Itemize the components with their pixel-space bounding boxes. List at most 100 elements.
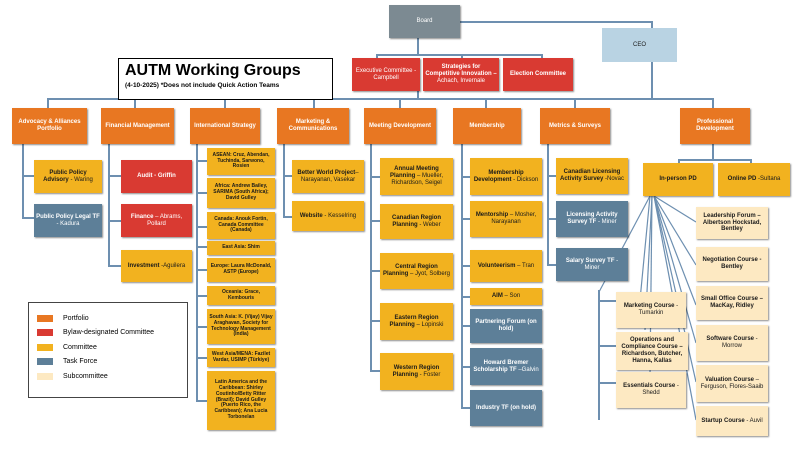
chart-subtitle: (4-10-2025) *Does not include Quick Acti… xyxy=(125,82,326,89)
canadian-region-planning-label: Canadian Region Planning - Weber xyxy=(382,215,451,229)
portfolio-international-label: International Strategy xyxy=(194,122,256,129)
finance-committee-box: Finance – Abrams, Pollard xyxy=(121,204,192,237)
bremer-scholarship-tf-box: Howard Bremer Scholarship TF –Galvin xyxy=(470,348,542,385)
investment-committee-names: -Aguilera xyxy=(159,262,186,269)
public-policy-advisory-names: - Waring xyxy=(68,176,93,183)
western-region-planning-label: Western Region Planning - Foster xyxy=(382,365,451,379)
essentials-course-title: Essentials Course xyxy=(623,383,676,390)
central-region-planning-box: Central Region Planning – Jyot, Solberg xyxy=(380,253,453,289)
public-policy-legal-tf-title: Public Policy Legal TF xyxy=(36,213,100,220)
valuation-course-label: Valuation Course – Ferguson, Flores-Saai… xyxy=(698,377,766,391)
portfolio-professional: Professional Development xyxy=(680,108,750,144)
intl-south-asia-label: South Asia: K. (Vijay) Vijay Araghavan, … xyxy=(209,314,273,338)
intl-east-asia-box: East Asia: Shim xyxy=(207,241,275,255)
aim-names: – Son xyxy=(502,293,521,300)
website-committee-names: - Kesselring xyxy=(322,212,357,219)
volunteerism-label: Volunteerism – Tran xyxy=(478,263,534,270)
website-committee-label: Website - Kesselring xyxy=(300,213,356,220)
intl-oceania-label: Oceania: Grace, Kembouris xyxy=(221,288,261,301)
intl-west-asia-label: West Asia/MENA: Fazilet Vardar, USIMP (T… xyxy=(211,350,271,363)
better-world-project-title: Better World Project xyxy=(297,169,356,176)
intl-europe-label: Europe: Laura McDonald, ASTP (Europe) xyxy=(210,263,272,275)
executive-committee-label: Executive Committee - Campbell xyxy=(355,67,417,81)
negotiation-course-label: Negotiation Course - Bentley xyxy=(698,257,766,271)
bremer-scholarship-tf-names: –Galvin xyxy=(516,366,539,373)
industry-tf-label: Industry TF (on hold) xyxy=(476,404,536,411)
canadian-licensing-survey-title: Canadian Licensing Activity Survey xyxy=(559,169,621,182)
legend-label-committee: Committee xyxy=(63,343,97,351)
public-policy-legal-tf-label: Public Policy Legal TF - Kadura xyxy=(36,214,100,228)
marketing-course-title: Marketing Course xyxy=(623,303,675,310)
bremer-scholarship-tf-label: Howard Bremer Scholarship TF –Galvin xyxy=(472,360,540,374)
partnering-forum-label: Partnering Forum (on hold) xyxy=(475,319,537,332)
intl-africa-box: Africa: Andrew Bailey, SARIMA (South Afr… xyxy=(207,178,275,208)
intl-latin-america-label: Latin America and the Caribbean: Shirley… xyxy=(214,379,268,420)
intl-africa-label: Africa: Andrew Bailey, SARIMA (South Afr… xyxy=(213,183,269,201)
investment-committee-title: Investment xyxy=(127,262,160,269)
eastern-region-planning-names: – Lopinski xyxy=(414,321,444,328)
small-office-course-box: Small Office Course – MacKay, Ridley xyxy=(696,286,768,320)
chart-note: *Does not include Quick Action Teams xyxy=(160,82,280,89)
ceo-label: CEO xyxy=(632,41,646,48)
portfolio-financial: Financial Management xyxy=(101,108,174,144)
legend-item: Subcommittee xyxy=(37,369,179,384)
central-region-planning-names: – Jyot, Solberg xyxy=(408,271,451,277)
audit-committee-box: Audit - Griffin xyxy=(121,160,192,193)
intl-latin-america-box: Latin America and the Caribbean: Shirley… xyxy=(207,371,275,430)
annual-meeting-planning-box: Annual Meeting Planning – Mueller, Richa… xyxy=(380,158,453,195)
portfolio-membership: Membership xyxy=(453,108,521,144)
better-world-project-label: Better World Project– Narayanan, Vasekar xyxy=(294,170,362,184)
intl-west-asia-box: West Asia/MENA: Fazilet Vardar, USIMP (T… xyxy=(207,348,275,367)
portfolio-advocacy-label: Advocacy & Alliances Portfolio xyxy=(18,119,81,132)
public-policy-legal-tf-box: Public Policy Legal TF - Kadura xyxy=(34,204,102,237)
marketing-course-names: - Tumarkin xyxy=(638,303,679,316)
eastern-region-planning-title: Eastern Region Planning xyxy=(389,314,439,328)
investment-committee-label: Investment -Aguilera xyxy=(128,263,185,270)
strategies-committee-names: Achach, Invernale xyxy=(436,77,486,84)
western-region-planning-box: Western Region Planning - Foster xyxy=(380,353,453,390)
online-pd-title: Online PD xyxy=(727,176,757,183)
legend-label-subcommittee: Subcommittee xyxy=(63,372,108,380)
essentials-course-box: Essentials Course -Shedd xyxy=(616,372,686,408)
essentials-course-label: Essentials Course -Shedd xyxy=(618,383,684,397)
finance-committee-label: Finance – Abrams, Pollard xyxy=(123,214,190,228)
canadian-licensing-survey-box: Canadian Licensing Activity Survey -Nova… xyxy=(556,158,628,194)
negotiation-course-title: Negotiation Course xyxy=(702,257,758,264)
aim-title: AIM xyxy=(491,293,503,300)
central-region-planning-title: Central Region Planning xyxy=(382,264,438,277)
legend-swatch-task-force xyxy=(37,358,53,366)
western-region-planning-title: Western Region Planning xyxy=(392,364,440,378)
election-committee-label: Election Committee xyxy=(509,71,566,78)
strategies-committee-box: Strategies for Competitive Innovation –A… xyxy=(423,58,499,91)
aim-box: AIM – Son xyxy=(470,288,542,305)
chart-title-box: AUTM Working Groups (4-10-2025) *Does no… xyxy=(118,58,333,100)
membership-development-label: Membership Development - Dickson xyxy=(472,170,540,184)
finance-committee-title: Finance xyxy=(130,213,154,220)
board-label: Board xyxy=(416,18,433,25)
software-course-names: - Morrow xyxy=(721,336,758,349)
legend-label-portfolio: Portfolio xyxy=(63,314,89,322)
startup-course-box: Startup Course - Auvil xyxy=(696,406,768,436)
legend-swatch-subcommittee xyxy=(37,372,53,380)
legend-item: Committee xyxy=(37,340,179,355)
portfolio-marketing-label: Marketing & Communications xyxy=(288,119,338,132)
partnering-forum-box: Partnering Forum (on hold) xyxy=(470,309,542,343)
legend-label-task-force: Task Force xyxy=(63,358,98,366)
legend-item: Bylaw-designated Committee xyxy=(37,326,179,341)
portfolio-meeting-label: Meeting Development xyxy=(368,122,431,129)
online-pd-names: -Sultana xyxy=(756,176,781,183)
salary-survey-tf-title: Salary Survey TF xyxy=(565,257,615,264)
legend-swatch-portfolio xyxy=(37,314,53,322)
canadian-licensing-survey-label: Canadian Licensing Activity Survey -Nova… xyxy=(558,169,626,183)
strategies-committee-title: Strategies for Competitive Innovation – xyxy=(425,64,497,78)
public-policy-advisory-label: Public Policy Advisory - Waring xyxy=(36,170,100,184)
intl-canada-label: Canada: Anouk Fortin, Canada Committee (… xyxy=(214,215,268,234)
marketing-course-label: Marketing Course - Tumarkin xyxy=(618,303,684,317)
canadian-licensing-survey-names: -Novac xyxy=(603,176,625,182)
membership-development-box: Membership Development - Dickson xyxy=(470,158,542,195)
salary-survey-tf-box: Salary Survey TF - Miner xyxy=(556,248,628,281)
better-world-project-box: Better World Project– Narayanan, Vasekar xyxy=(292,160,364,193)
software-course-title: Software Course xyxy=(706,336,754,343)
western-region-planning-names: - Foster xyxy=(418,371,441,378)
intl-asean-label: ASEAN: Cruz, Abendan, Tuchinda, Sarwono,… xyxy=(212,151,270,170)
